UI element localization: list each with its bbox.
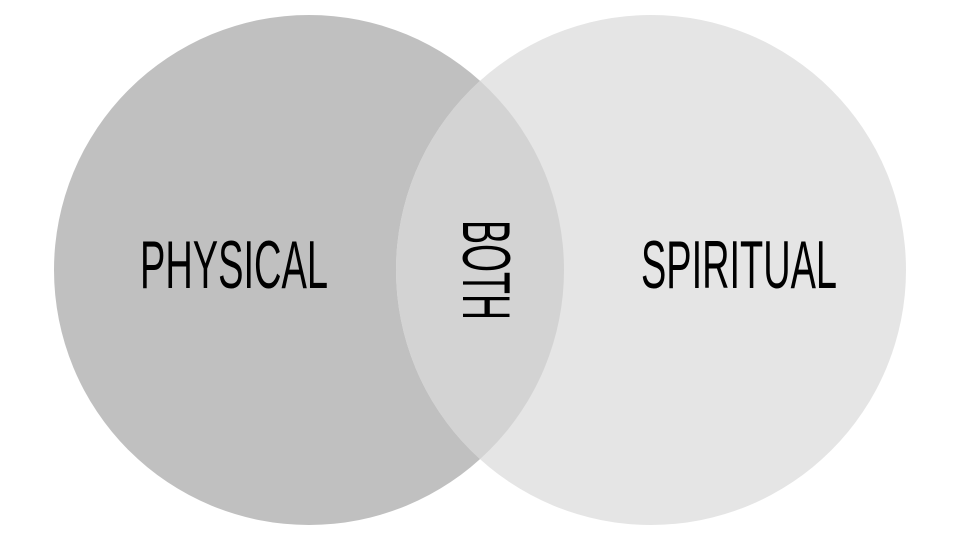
physical-label: PHYSICAL <box>140 227 328 303</box>
both-label: BOTH <box>448 220 524 320</box>
intersection-region <box>396 15 564 525</box>
spiritual-label: SPIRITUAL <box>641 227 837 303</box>
